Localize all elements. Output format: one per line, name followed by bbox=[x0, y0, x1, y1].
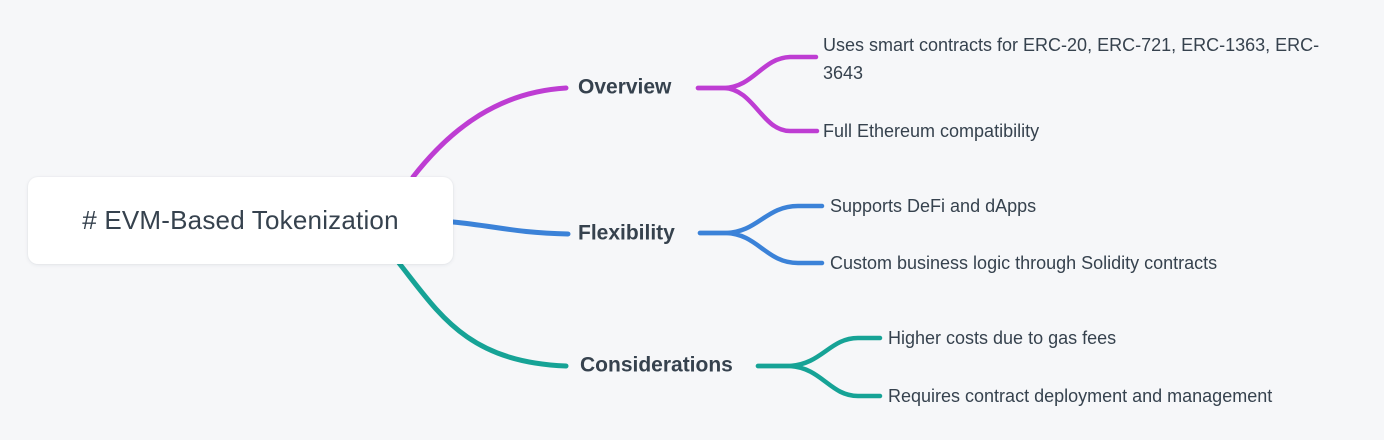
link-overview-to-child-1 bbox=[695, 85, 820, 134]
branch-node-considerations[interactable]: Considerations bbox=[580, 353, 733, 377]
link-considerations-to-child-0 bbox=[755, 335, 883, 369]
leaf-node-considerations-deployment: Requires contract deployment and managem… bbox=[888, 386, 1273, 406]
link-overview-to-child-0 bbox=[695, 54, 819, 91]
leaf-node-overview-smart-contracts: Uses smart contracts for ERC-20, ERC-721… bbox=[823, 35, 1320, 83]
leaf-node-overview-ethereum-compatibility: Full Ethereum compatibility bbox=[823, 121, 1040, 141]
link-flexibility-to-child-1 bbox=[697, 230, 825, 266]
branch-node-overview[interactable]: Overview bbox=[578, 75, 672, 99]
leaf-node-flexibility-custom-logic: Custom business logic through Solidity c… bbox=[830, 253, 1218, 273]
link-considerations-to-child-1 bbox=[755, 363, 883, 399]
link-flexibility-to-child-0 bbox=[697, 203, 825, 236]
link-root-to-overview bbox=[410, 85, 569, 180]
root-node[interactable]: # EVM-Based Tokenization bbox=[28, 177, 453, 264]
link-root-to-considerations bbox=[396, 260, 569, 369]
link-root-to-flexibility bbox=[450, 219, 571, 237]
root-node-label: # EVM-Based Tokenization bbox=[82, 205, 399, 235]
branch-node-flexibility[interactable]: Flexibility bbox=[578, 221, 675, 245]
leaf-node-flexibility-defi-dapps: Supports DeFi and dApps bbox=[830, 196, 1037, 216]
leaf-node-considerations-gas-fees: Higher costs due to gas fees bbox=[888, 328, 1117, 348]
